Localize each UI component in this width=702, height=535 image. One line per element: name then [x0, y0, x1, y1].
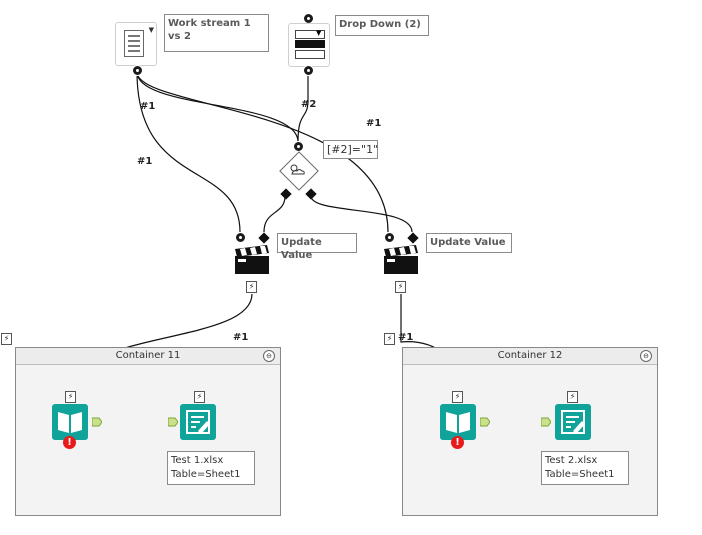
- input-anchor-icon[interactable]: [168, 417, 178, 427]
- drop-down-annotation[interactable]: Drop Down (2): [335, 15, 429, 36]
- text-input-icon: ▼: [115, 22, 157, 66]
- collapse-icon[interactable]: ⊖: [263, 350, 275, 362]
- condition-annotation[interactable]: [#2]="1": [323, 140, 378, 159]
- document-pen-icon: [186, 410, 210, 434]
- open-book-icon: [446, 412, 470, 434]
- lightning-icon: ⚡: [246, 281, 257, 293]
- error-icon: !: [63, 436, 76, 449]
- output-table-name: Table=Sheet1: [545, 469, 615, 480]
- input-anchor-icon[interactable]: [541, 417, 551, 427]
- lightning-icon: ⚡: [384, 333, 395, 345]
- update-value-annotation-2[interactable]: Update Value: [426, 233, 512, 253]
- output-data-icon[interactable]: [180, 404, 216, 440]
- error-icon: !: [451, 436, 464, 449]
- container-header[interactable]: Container 12 ⊖: [403, 348, 657, 365]
- drop-down-tool[interactable]: ▼: [288, 23, 330, 67]
- lightning-icon: ⚡: [567, 391, 578, 403]
- wire-false-to-update2: [310, 195, 413, 233]
- output-anchor[interactable]: [303, 65, 314, 76]
- output-anchor[interactable]: [132, 65, 143, 76]
- book-input-icon[interactable]: [440, 404, 476, 440]
- false-anchor[interactable]: [305, 188, 317, 200]
- output-file-name: Test 2.xlsx: [545, 455, 598, 466]
- update-value-annotation-1[interactable]: Update Value: [277, 233, 357, 261]
- wire-text-to-update1: [136, 71, 241, 233]
- output-anchor-icon[interactable]: [92, 417, 102, 427]
- true-anchor[interactable]: [280, 188, 292, 200]
- output-annotation[interactable]: Test 1.xlsx Table=Sheet1: [167, 451, 255, 485]
- dropdown-arrow-icon: ▼: [316, 29, 322, 37]
- output-anchor-icon[interactable]: [480, 417, 490, 427]
- wire-true-to-update1: [263, 195, 286, 233]
- collapse-icon[interactable]: ⊖: [640, 350, 652, 362]
- input-anchor[interactable]: [384, 232, 395, 243]
- wire-label: #1: [140, 101, 156, 112]
- drop-down-icon: ▼: [288, 23, 330, 67]
- text-input-tool[interactable]: ▼: [115, 22, 157, 66]
- control-anchor[interactable]: [258, 232, 270, 244]
- lightning-icon: ⚡: [395, 281, 406, 293]
- dropdown-arrow-icon: ▼: [148, 26, 154, 34]
- output-annotation[interactable]: Test 2.xlsx Table=Sheet1: [541, 451, 629, 485]
- container-11[interactable]: Container 11 ⊖: [15, 347, 281, 516]
- output-data-icon[interactable]: [555, 404, 591, 440]
- clapperboard-icon: [384, 245, 418, 274]
- update-value-tool-1[interactable]: [234, 245, 270, 275]
- wire-label: #1: [398, 332, 414, 343]
- wire-label: #1: [233, 332, 249, 343]
- condition-tool[interactable]: [279, 151, 319, 191]
- container-title: Container 12: [497, 350, 563, 361]
- update-value-tool-2[interactable]: [383, 245, 419, 275]
- input-anchor[interactable]: [235, 232, 246, 243]
- clapperboard-icon: [235, 245, 269, 274]
- document-pen-icon: [561, 410, 585, 434]
- wire-text-to-condition: [136, 71, 299, 143]
- lightning-icon: ⚡: [65, 391, 76, 403]
- container-title: Container 11: [115, 350, 181, 361]
- wire-label: #1: [366, 118, 382, 129]
- control-anchor[interactable]: [407, 232, 419, 244]
- text-input-annotation[interactable]: Work stream 1 vs 2: [164, 14, 269, 52]
- lightning-icon: ⚡: [452, 391, 463, 403]
- container-header[interactable]: Container 11 ⊖: [16, 348, 280, 365]
- output-file-name: Test 1.xlsx: [171, 455, 224, 466]
- book-input-icon[interactable]: [52, 404, 88, 440]
- output-table-name: Table=Sheet1: [171, 469, 241, 480]
- wire-label: #1: [137, 156, 153, 167]
- lightning-icon: ⚡: [1, 333, 12, 345]
- lightning-icon: ⚡: [194, 391, 205, 403]
- wire-label: #2: [301, 99, 317, 110]
- sun-cloud-icon: [290, 164, 305, 175]
- open-book-icon: [58, 412, 82, 434]
